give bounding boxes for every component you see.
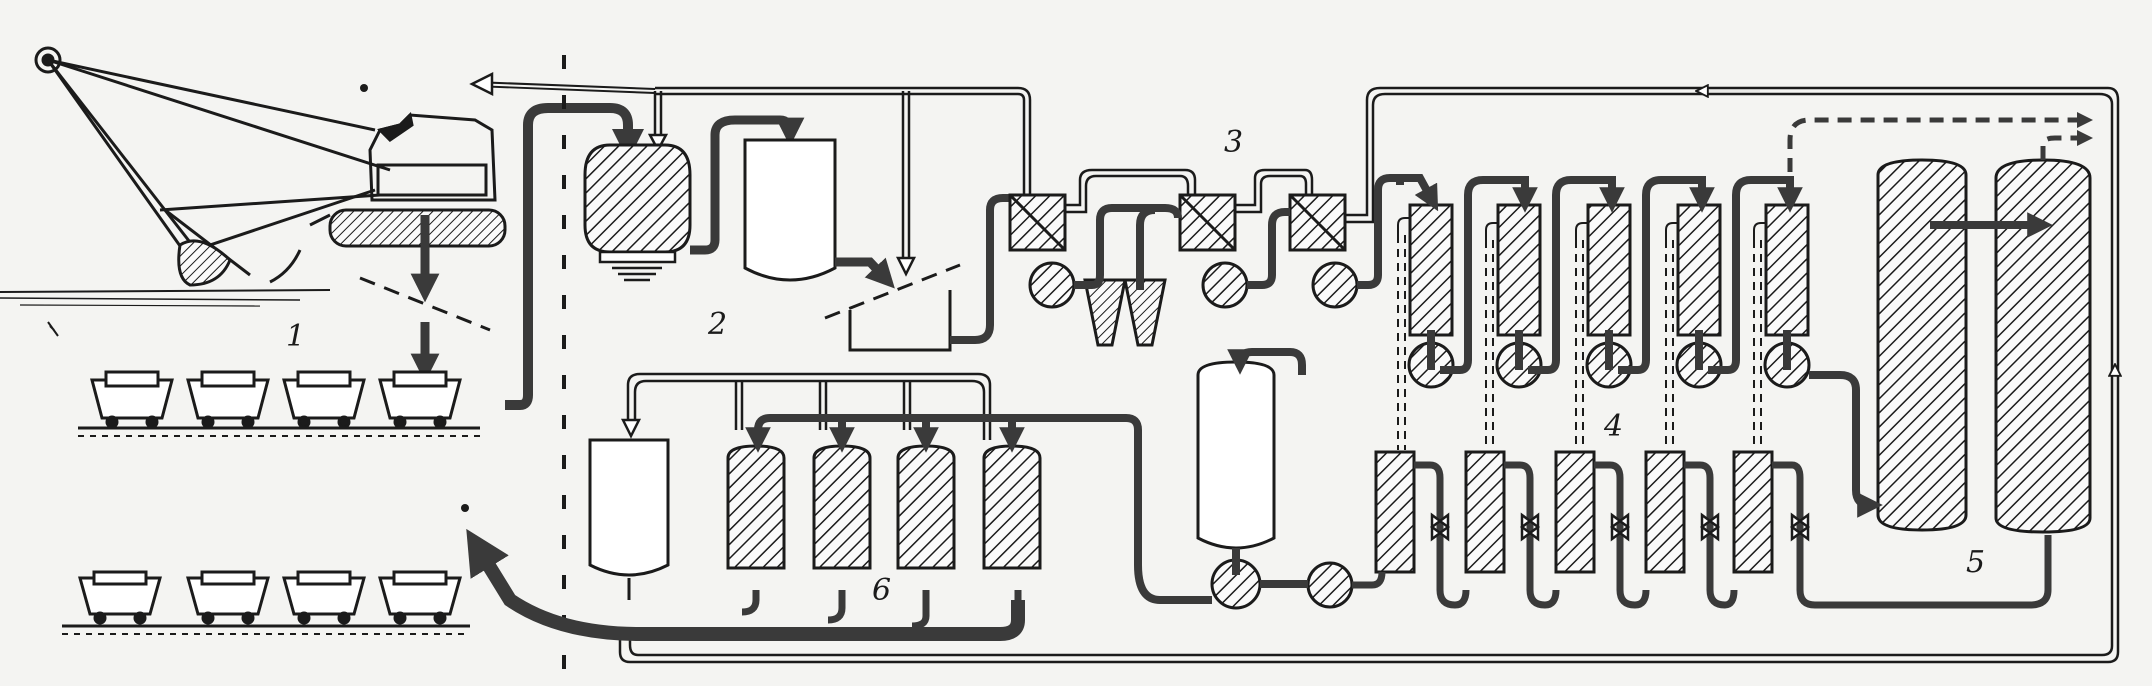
bin-to-screen-stream xyxy=(835,257,895,289)
classifier-units xyxy=(1008,193,1359,309)
outer-return-loop xyxy=(618,86,2120,664)
flotation-dashed-risers xyxy=(1397,235,1762,450)
flotation-upper-links xyxy=(1400,174,1803,374)
flotation-valves xyxy=(1429,512,1811,542)
pump-to-flotation-stream xyxy=(1352,571,1386,589)
stage-label-5: 5 xyxy=(1966,545,1986,580)
settling-tanks xyxy=(726,444,1042,570)
flotation-cells-lower xyxy=(1374,450,1774,574)
classifier-return-lines xyxy=(1065,86,2105,224)
top-dot xyxy=(360,84,368,92)
flotation-lower-links xyxy=(1414,461,2052,609)
hydrocyclones xyxy=(1083,278,1167,347)
flotation-froth-pipes xyxy=(1397,217,1766,240)
manifold-arrow xyxy=(620,418,642,439)
pulp-feed-branches xyxy=(829,418,1025,453)
crusher-to-bin-stream xyxy=(690,115,805,255)
excavator-dragline xyxy=(0,46,507,307)
vibrating-screen xyxy=(824,263,961,320)
flotation-feed-pump xyxy=(1306,561,1354,609)
flotation-to-columns-stream xyxy=(1809,371,1883,518)
clarifier-tank xyxy=(588,438,670,600)
stage-label-6: 6 xyxy=(872,573,892,608)
empty-wagon-train xyxy=(62,570,470,635)
screen-hopper xyxy=(848,290,952,352)
discharge-dot xyxy=(461,504,469,512)
dump-screen-line xyxy=(359,276,491,332)
screen-to-hydrocyclone-stream xyxy=(950,194,1010,344)
distribution-manifold xyxy=(626,372,992,440)
tailings-discharge-stream xyxy=(466,528,1025,641)
grade-mark xyxy=(47,321,59,337)
concentrate-feed-stream xyxy=(1227,348,1306,375)
stage-label-3: 3 xyxy=(1224,125,1244,160)
crusher-drum xyxy=(583,143,692,282)
classifier-slurry-lines xyxy=(1074,174,1404,290)
thickener-columns xyxy=(1876,158,2092,534)
return-line-top xyxy=(469,71,1032,277)
pulp-feed-header xyxy=(745,414,1142,565)
concentrate-pump-line xyxy=(1134,548,1308,604)
stage-label-4: 4 xyxy=(1604,409,1624,444)
column-dashed-outlets xyxy=(1787,111,2094,195)
loaded-wagon-train xyxy=(78,370,480,437)
feed-stream-to-crusher xyxy=(505,103,645,410)
stage-label-1: 1 xyxy=(286,319,306,354)
storage-bin xyxy=(743,138,837,282)
concentrate-tank xyxy=(1196,360,1276,610)
stage-label-2: 2 xyxy=(708,307,728,342)
